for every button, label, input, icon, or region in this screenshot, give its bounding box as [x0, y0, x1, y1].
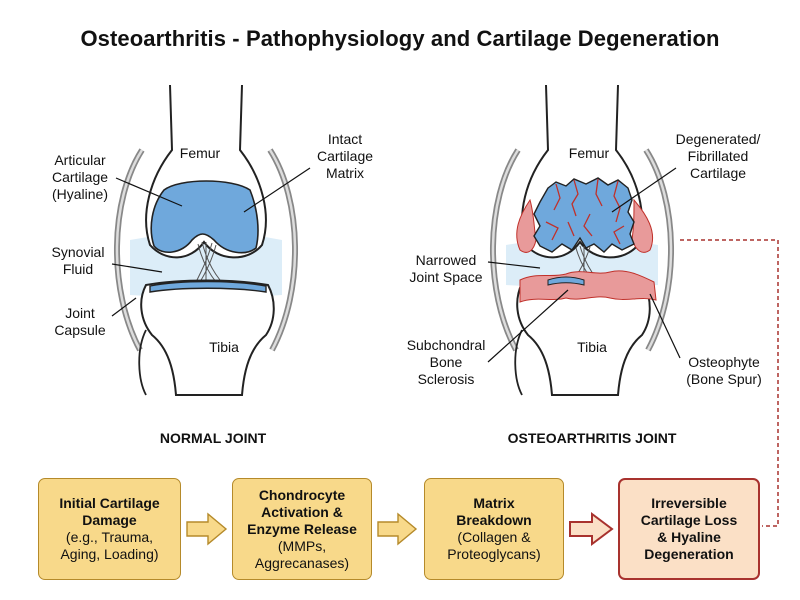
svg-text:Narrowed: Narrowed	[416, 252, 477, 268]
intact-cartilage-label: Intact Cartilage Matrix	[317, 131, 373, 181]
normal-joint: Femur Tibia Intact Cartilage Matrix Arti…	[52, 84, 373, 446]
svg-text:Capsule: Capsule	[54, 322, 106, 338]
svg-text:Degenerated/: Degenerated/	[676, 131, 761, 147]
oa-femur-osteophyte-right	[631, 198, 654, 253]
narrowed-space-pointer	[487, 261, 541, 269]
sclerosis-label: Subchondral Bone Sclerosis	[407, 337, 486, 387]
normal-tibial-cartilage	[149, 280, 267, 293]
flow-step-irreversible-loss: Irreversible Cartilage Loss & Hyaline De…	[618, 478, 760, 580]
articular-cartilage-pointer	[115, 177, 183, 207]
svg-text:Joint Space: Joint Space	[409, 269, 482, 285]
sclerosis-pointer	[487, 289, 569, 363]
oa-subchondral-sclerosis	[519, 270, 657, 303]
flow-step-initial-damage: Initial Cartilage Damage (e.g., Trauma, …	[38, 478, 181, 580]
normal-femur-label: Femur	[180, 145, 221, 161]
oa-cartilage-cracks	[545, 178, 625, 245]
flow-arrow-3	[569, 512, 614, 546]
svg-text:Osteophyte: Osteophyte	[688, 354, 760, 370]
svg-text:Fluid: Fluid	[63, 261, 93, 277]
oa-tibia-label: Tibia	[577, 339, 607, 355]
flow-arrow-1	[186, 512, 228, 546]
svg-text:Matrix: Matrix	[326, 165, 364, 181]
svg-text:Subchondral: Subchondral	[407, 337, 486, 353]
narrowed-space-label: Narrowed Joint Space	[409, 252, 482, 285]
svg-text:Cartilage: Cartilage	[52, 169, 108, 185]
oa-to-outcome-connector	[680, 239, 779, 527]
oa-femur-label: Femur	[569, 145, 610, 161]
normal-ligament	[195, 241, 221, 283]
svg-text:Sclerosis: Sclerosis	[418, 371, 475, 387]
svg-text:(Hyaline): (Hyaline)	[52, 186, 108, 202]
svg-text:Synovial: Synovial	[52, 244, 105, 260]
intact-cartilage-pointer	[243, 167, 311, 213]
oa-fibula	[514, 329, 523, 396]
normal-fibula	[138, 329, 147, 396]
normal-tibia-label: Tibia	[209, 339, 239, 355]
svg-text:Articular: Articular	[54, 152, 106, 168]
oa-tibial-remnant-cartilage	[547, 276, 585, 286]
joint-capsule-pointer	[111, 297, 137, 317]
svg-text:Joint: Joint	[65, 305, 95, 321]
normal-tibia	[140, 279, 275, 396]
oa-joint: Femur Tibia Degenerated/ Fibrillated Car…	[407, 84, 762, 446]
normal-cartilage-cap	[150, 180, 259, 254]
articular-cartilage-label: Articular Cartilage (Hyaline)	[52, 152, 108, 202]
flow-arrow-2	[377, 512, 418, 546]
svg-text:(Bone Spur): (Bone Spur)	[686, 371, 761, 387]
flow-step-chondrocyte-activation: Chondrocyte Activation & Enzyme Release …	[232, 478, 372, 580]
osteophyte-pointer	[649, 293, 681, 359]
svg-text:Cartilage: Cartilage	[690, 165, 746, 181]
synovial-fluid-pointer	[111, 263, 163, 273]
normal-joint-caption: NORMAL JOINT	[160, 430, 267, 446]
joint-capsule-label: Joint Capsule	[54, 305, 106, 338]
degenerated-cartilage-label: Degenerated/ Fibrillated Cartilage	[676, 131, 761, 181]
synovial-fluid-label: Synovial Fluid	[52, 244, 105, 277]
svg-text:Cartilage: Cartilage	[317, 148, 373, 164]
oa-femur-osteophyte-left	[516, 198, 537, 253]
page-title: Osteoarthritis - Pathophysiology and Car…	[80, 26, 720, 51]
oa-joint-caption: OSTEOARTHRITIS JOINT	[508, 430, 677, 446]
osteophyte-label: Osteophyte (Bone Spur)	[686, 354, 761, 387]
svg-text:Bone: Bone	[430, 354, 463, 370]
degenerated-cartilage-pointer	[611, 167, 677, 213]
svg-text:Intact: Intact	[328, 131, 362, 147]
flow-step-matrix-breakdown: Matrix Breakdown (Collagen & Proteoglyca…	[424, 478, 564, 580]
svg-text:Fibrillated: Fibrillated	[688, 148, 749, 164]
